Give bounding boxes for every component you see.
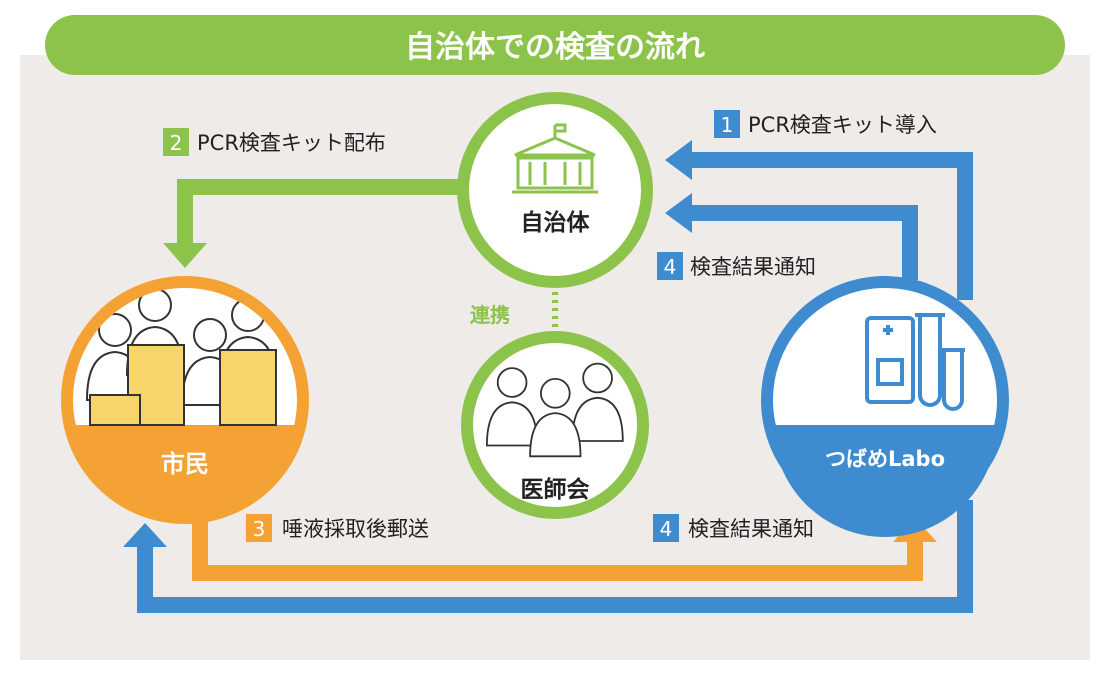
svg-text:1: 1 xyxy=(721,113,734,137)
node-municipality: 自治体 xyxy=(457,92,653,288)
svg-text:唾液採取後郵送: 唾液採取後郵送 xyxy=(282,517,429,541)
title-banner xyxy=(45,15,1065,75)
medical-association-label: 医師会 xyxy=(521,476,590,503)
svg-text:検査結果通知: 検査結果通知 xyxy=(688,517,814,541)
svg-text:4: 4 xyxy=(660,517,673,541)
svg-text:3: 3 xyxy=(253,517,266,541)
step-4-municipality: 4 検査結果通知 xyxy=(657,252,816,280)
municipality-label: 自治体 xyxy=(521,209,591,236)
svg-text:4: 4 xyxy=(664,255,677,279)
arrow-kit-distribution xyxy=(177,179,470,245)
arrowhead-icon xyxy=(665,193,692,233)
svg-text:PCR検査キット配布: PCR検査キット配布 xyxy=(197,131,386,155)
citizens-illustration xyxy=(86,288,277,426)
arrowhead-icon xyxy=(665,140,692,180)
city-hall-icon xyxy=(512,123,598,194)
svg-text:2: 2 xyxy=(170,131,183,155)
step-4-citizens: 4 検査結果通知 xyxy=(653,514,814,542)
arrow-saliva-mail xyxy=(192,500,923,581)
arrow-kit-introduction xyxy=(690,152,973,300)
test-tube-icon xyxy=(865,313,965,411)
step-3: 3 唾液採取後郵送 xyxy=(246,514,429,542)
arrow-result-to-municipality xyxy=(690,205,918,280)
arrow-result-to-citizens xyxy=(137,500,973,613)
node-lab: つばめLabo xyxy=(761,276,1009,537)
node-citizens: 市民 xyxy=(61,276,309,524)
svg-text:PCR検査キット導入: PCR検査キット導入 xyxy=(748,113,937,137)
page-title: 自治体での検査の流れ xyxy=(405,30,705,65)
step-2: 2 PCR検査キット配布 xyxy=(163,128,386,156)
lab-label: つばめLabo xyxy=(825,447,945,471)
step-1: 1 PCR検査キット導入 xyxy=(714,110,937,138)
node-medical-association: 医師会 xyxy=(461,331,649,519)
arrowhead-icon xyxy=(123,523,167,547)
svg-text:検査結果通知: 検査結果通知 xyxy=(690,255,816,279)
cooperation-label: 連携 xyxy=(470,303,510,327)
citizens-label: 市民 xyxy=(161,450,209,478)
arrowhead-icon xyxy=(163,243,207,268)
